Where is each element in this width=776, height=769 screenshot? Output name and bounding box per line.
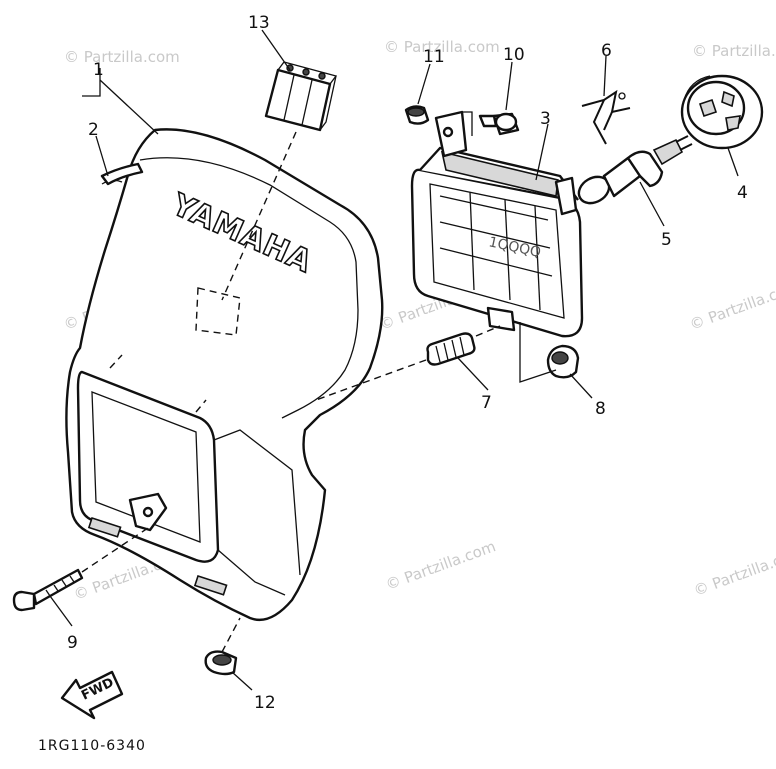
part-5-bulb <box>577 135 693 205</box>
part-7-spring <box>426 332 476 366</box>
part-11-nut <box>404 105 430 125</box>
callout-9: 9 <box>67 633 78 653</box>
diagram-code: 1RG110-6340 <box>38 738 146 754</box>
part-10-bolt <box>478 112 520 136</box>
part-4-socket-cover <box>680 74 764 150</box>
part-9-screw <box>12 568 84 612</box>
part-3-headlight: 1QQQQ <box>410 110 584 338</box>
fwd-arrow: FWD <box>60 670 124 720</box>
callout-1: 1 <box>93 60 104 80</box>
callout-4: 4 <box>737 183 748 203</box>
callout-layer: 1 2 3 4 5 6 7 8 9 10 11 12 13 <box>67 13 748 713</box>
part-1-headlight-cowl: YAMAHA <box>65 128 384 622</box>
part-13-grommet-block <box>264 61 338 132</box>
part-8-damper <box>546 344 580 379</box>
callout-5: 5 <box>661 230 672 250</box>
watermark-6: © Partzilla.com <box>687 277 776 334</box>
callout-3: 3 <box>540 109 551 129</box>
callout-13: 13 <box>248 13 270 33</box>
watermark-9: © Partzilla.com <box>691 543 776 600</box>
callout-6: 6 <box>601 41 612 61</box>
callout-12: 12 <box>254 693 276 713</box>
callout-11: 11 <box>423 47 445 67</box>
watermark-8: © Partzilla.com <box>383 537 498 594</box>
watermark-2: © Partzilla.com <box>384 38 500 56</box>
callout-10: 10 <box>503 45 525 65</box>
watermark-3: © Partzilla.com <box>692 42 776 60</box>
part-2-trim <box>100 162 144 186</box>
leader-lines <box>49 29 739 691</box>
callout-7: 7 <box>481 393 492 413</box>
watermark-1: © Partzilla.com <box>64 48 180 66</box>
callout-8: 8 <box>595 399 606 419</box>
callout-2: 2 <box>88 120 99 140</box>
part-6-clip <box>581 89 631 145</box>
part-12-grommet <box>204 650 238 676</box>
